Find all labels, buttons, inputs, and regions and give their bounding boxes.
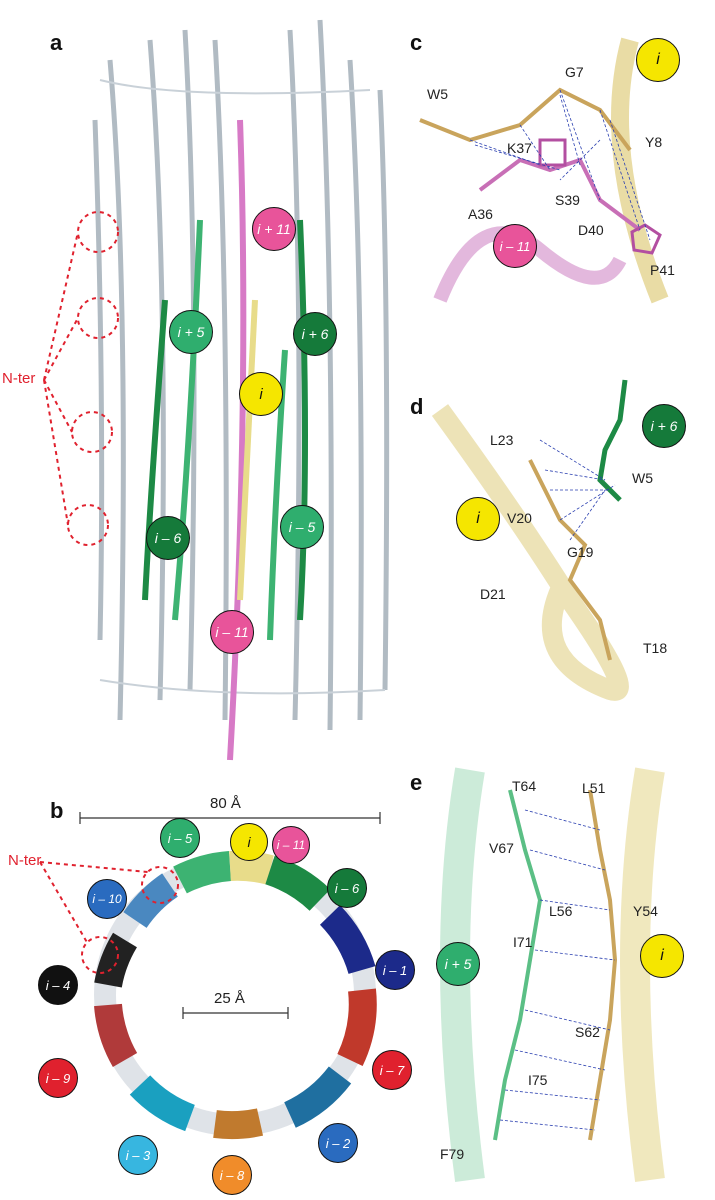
outer-diameter-label: 80 Å — [210, 795, 241, 812]
panel-label-c: c — [410, 30, 423, 55]
residue-c-s39: S39 — [555, 192, 580, 208]
residue-e-l56: L56 — [549, 903, 573, 919]
panel-label-d: d — [410, 394, 424, 419]
badge-e-i-plus-5: i + 5 — [436, 942, 480, 986]
residue-d-g19: G19 — [567, 544, 594, 560]
residue-c-y8: Y8 — [645, 134, 663, 150]
nter-label-b: N-ter — [8, 852, 42, 869]
badge-d-i-plus-6: i + 6 — [642, 404, 686, 448]
badge-b-i-minus-11: i – 11 — [272, 826, 310, 864]
residue-e-t64: T64 — [512, 778, 537, 794]
inner-diameter-label: 25 Å — [214, 990, 245, 1007]
residue-e-l51: L51 — [582, 780, 606, 796]
residue-e-i71: I71 — [513, 934, 533, 950]
badge-a-i-plus-5: i + 5 — [169, 310, 213, 354]
badge-b-i-minus-4: i – 4 — [38, 965, 78, 1005]
residue-e-s62: S62 — [575, 1024, 600, 1040]
residue-e-y54: Y54 — [633, 903, 658, 919]
badge-b-i-minus-7: i – 7 — [372, 1050, 412, 1090]
badge-d-i: i — [456, 497, 500, 541]
residue-c-a36: A36 — [468, 206, 493, 222]
residue-c-p41: P41 — [650, 262, 675, 278]
residue-d-v20: V20 — [507, 510, 532, 526]
panel-label-e: e — [410, 770, 423, 795]
residue-e-i75: I75 — [528, 1072, 548, 1088]
residue-e-f79: F79 — [440, 1146, 465, 1162]
residue-d-d21: D21 — [480, 586, 506, 602]
badge-a-i-plus-11: i + 11 — [252, 207, 296, 251]
panel-label-a: a — [50, 30, 63, 55]
residue-d-w5: W5 — [632, 470, 653, 486]
badge-a-i-minus-5: i – 5 — [280, 505, 324, 549]
residue-c-k37: K37 — [507, 140, 532, 156]
badge-b-i-minus-3: i – 3 — [118, 1135, 158, 1175]
badge-b-i: i — [230, 823, 268, 861]
residue-d-t18: T18 — [643, 640, 668, 656]
badge-b-i-minus-1: i – 1 — [375, 950, 415, 990]
residue-d-l23: L23 — [490, 432, 514, 448]
residue-e-v67: V67 — [489, 840, 514, 856]
badge-b-i-minus-9: i – 9 — [38, 1058, 78, 1098]
badge-b-i-minus-8: i – 8 — [212, 1155, 252, 1195]
nter-label-a: N-ter — [2, 370, 36, 387]
badge-a-i-minus-11: i – 11 — [210, 610, 254, 654]
badge-a-i: i — [239, 372, 283, 416]
badge-b-i-minus-5: i – 5 — [160, 818, 200, 858]
residue-c-g7: G7 — [565, 64, 584, 80]
badge-c-i-minus-11: i – 11 — [493, 224, 537, 268]
residue-c-w5: W5 — [427, 86, 448, 102]
badge-b-i-minus-10: i – 10 — [87, 879, 127, 919]
badge-a-i-plus-6: i + 6 — [293, 312, 337, 356]
badge-a-i-minus-6: i – 6 — [146, 516, 190, 560]
badge-b-i-minus-2: i – 2 — [318, 1123, 358, 1163]
residue-c-d40: D40 — [578, 222, 604, 238]
badge-b-i-minus-6: i – 6 — [327, 868, 367, 908]
badge-c-i: i — [636, 38, 680, 82]
badge-e-i: i — [640, 934, 684, 978]
panel-label-b: b — [50, 798, 64, 823]
